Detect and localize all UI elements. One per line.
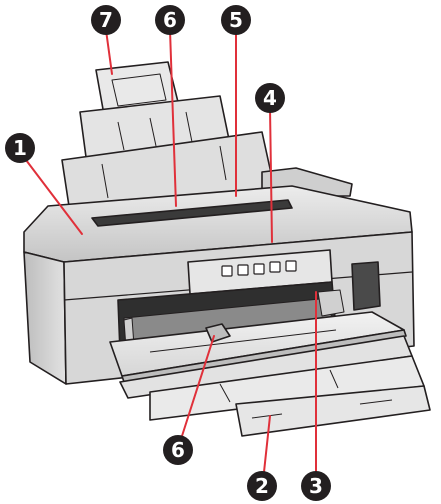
power-button bbox=[221, 265, 233, 277]
svg-text:2: 2 bbox=[255, 474, 269, 498]
callout-6-top: 6 bbox=[155, 5, 185, 35]
callout-2: 2 bbox=[247, 471, 277, 501]
leader-line-6-top bbox=[169, 29, 177, 207]
leader-line-6-bottom bbox=[181, 335, 215, 437]
callout-1: 1 bbox=[5, 133, 35, 163]
panel-button-5 bbox=[285, 260, 297, 272]
front-manual-feed-tray bbox=[109, 311, 407, 383]
leader-line-1 bbox=[25, 159, 83, 235]
edge-guide-front bbox=[205, 323, 231, 343]
svg-text:1: 1 bbox=[13, 136, 27, 160]
leader-lines bbox=[25, 29, 317, 473]
callout-6-bottom: 6 bbox=[163, 435, 193, 465]
svg-text:3: 3 bbox=[309, 474, 323, 498]
control-panel-buttons bbox=[221, 260, 297, 277]
leader-line-2 bbox=[263, 415, 271, 473]
svg-text:6: 6 bbox=[171, 438, 185, 462]
panel-button-3 bbox=[253, 263, 265, 275]
svg-text:5: 5 bbox=[229, 8, 243, 32]
callout-3: 3 bbox=[301, 471, 331, 501]
svg-text:4: 4 bbox=[263, 86, 277, 110]
callout-5: 5 bbox=[221, 5, 251, 35]
leader-line-4 bbox=[269, 107, 273, 243]
leader-line-7 bbox=[105, 29, 113, 75]
svg-text:7: 7 bbox=[99, 8, 113, 32]
panel-button-2 bbox=[237, 264, 249, 276]
callout-7: 7 bbox=[91, 5, 121, 35]
output-tray bbox=[119, 335, 431, 437]
paper-feed-slot bbox=[91, 199, 293, 227]
callout-4: 4 bbox=[255, 83, 285, 113]
panel-button-4 bbox=[269, 261, 281, 273]
svg-text:6: 6 bbox=[163, 8, 177, 32]
